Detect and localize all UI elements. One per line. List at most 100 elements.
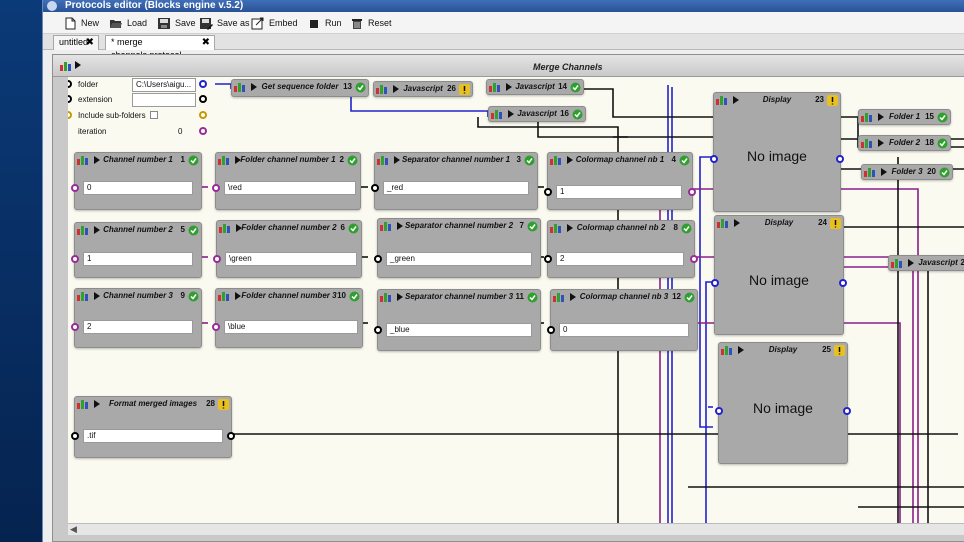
folder-channel-3-input[interactable]: \blue <box>224 320 358 334</box>
run-block-icon[interactable] <box>397 293 403 301</box>
separator-channel-1-input[interactable]: _red <box>383 181 529 195</box>
separator-channel-3-input[interactable]: _blue <box>386 323 532 337</box>
subfolders-checkbox[interactable] <box>150 111 158 119</box>
load-button[interactable]: Load <box>109 15 147 31</box>
channel-number-1-input[interactable]: 0 <box>83 181 193 195</box>
horizontal-scrollbar[interactable]: ◀ <box>68 523 964 535</box>
input-port[interactable] <box>711 279 719 287</box>
run-block-icon[interactable] <box>738 346 744 354</box>
separator-channel-2-input[interactable]: _green <box>386 252 532 266</box>
folder-channel-1-input[interactable]: \red <box>224 181 356 195</box>
input-port[interactable] <box>213 255 221 263</box>
extension-output-port[interactable] <box>199 95 207 103</box>
run-block-icon[interactable] <box>394 156 400 164</box>
save-button[interactable]: Save <box>157 15 196 31</box>
input-port[interactable] <box>71 184 79 192</box>
input-port[interactable] <box>710 155 718 163</box>
iteration-output-port[interactable] <box>199 127 207 135</box>
colormap-channel-3-input[interactable]: 0 <box>559 323 689 337</box>
channel-number-2-input[interactable]: 1 <box>83 252 193 266</box>
new-button[interactable]: New <box>63 15 99 31</box>
run-block-icon[interactable] <box>94 400 100 408</box>
output-port[interactable] <box>227 432 235 440</box>
output-port[interactable] <box>688 188 696 196</box>
run-block-icon[interactable] <box>94 292 100 300</box>
folder-port[interactable] <box>68 80 72 88</box>
run-block-icon[interactable] <box>567 224 573 232</box>
close-icon[interactable]: ✖ <box>85 37 94 48</box>
extension-input[interactable] <box>132 93 196 107</box>
run-block-icon[interactable] <box>733 96 739 104</box>
run-block-icon[interactable] <box>94 226 100 234</box>
input-port[interactable] <box>547 326 555 334</box>
input-port[interactable] <box>71 323 79 331</box>
run-block-icon[interactable] <box>506 83 512 91</box>
run-block-icon[interactable] <box>94 156 100 164</box>
embed-button[interactable]: Embed <box>251 15 298 31</box>
channel-number-3-input[interactable]: 2 <box>83 320 193 334</box>
format-merged-images-input[interactable]: .tif <box>83 429 223 443</box>
output-port[interactable] <box>839 279 847 287</box>
run-block-icon[interactable] <box>567 156 573 164</box>
input-port[interactable] <box>71 255 79 263</box>
extension-port[interactable] <box>68 95 72 103</box>
workflow-canvas[interactable]: folder C:\Users\aigu... extension Includ… <box>68 77 964 523</box>
input-port[interactable] <box>374 255 382 263</box>
run-block-icon[interactable] <box>878 139 884 147</box>
input-port[interactable] <box>212 184 220 192</box>
run-button[interactable]: Run <box>307 15 342 31</box>
run-block-icon[interactable] <box>397 222 403 230</box>
folder-channel-2-input[interactable]: \green <box>225 252 357 266</box>
scroll-left-icon[interactable]: ◀ <box>70 524 77 534</box>
reset-button[interactable]: Reset <box>350 15 392 31</box>
input-port[interactable] <box>544 255 552 263</box>
colormap-channel-1-input[interactable]: 1 <box>556 185 682 199</box>
subfolders-port[interactable] <box>68 111 72 119</box>
colormap-channel-2-input[interactable]: 2 <box>556 252 684 266</box>
input-port[interactable] <box>71 432 79 440</box>
run-block-icon[interactable] <box>235 156 241 164</box>
run-block-icon[interactable] <box>236 224 242 232</box>
output-port[interactable] <box>690 255 698 263</box>
run-block-icon[interactable] <box>908 259 914 267</box>
run-block-icon[interactable] <box>878 113 884 121</box>
input-port[interactable] <box>544 188 552 196</box>
tab-merge-channels[interactable]: * merge channels.protocol ✖ <box>105 35 215 60</box>
close-icon[interactable]: ✖ <box>201 37 210 48</box>
subfolders-output-port[interactable] <box>199 111 207 119</box>
run-block-icon[interactable] <box>251 83 257 91</box>
input-port[interactable] <box>715 407 723 415</box>
run-block-icon[interactable] <box>508 110 514 118</box>
run-block-icon[interactable] <box>393 85 399 93</box>
input-port[interactable] <box>371 184 379 192</box>
run-block-icon[interactable] <box>570 293 576 301</box>
folder-output-port[interactable] <box>199 80 207 88</box>
input-port[interactable] <box>212 323 220 331</box>
output-port[interactable] <box>836 155 844 163</box>
save-as-button[interactable]: Save as <box>199 15 250 31</box>
run-block-icon[interactable] <box>881 168 887 176</box>
run-protocol-icon[interactable] <box>75 61 81 69</box>
run-block-icon[interactable] <box>235 292 241 300</box>
tab-untitled[interactable]: untitled ✖ <box>53 35 99 50</box>
